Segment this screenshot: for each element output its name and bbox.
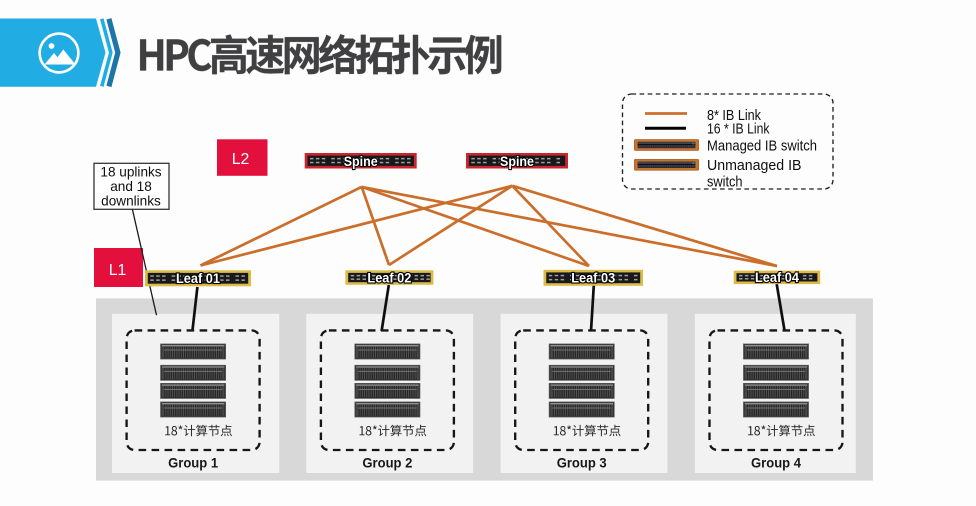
svg-text:and 18: and 18 (110, 179, 152, 194)
svg-text:switch: switch (707, 173, 743, 190)
svg-text:Leaf 02: Leaf 02 (367, 270, 411, 285)
svg-text:18 uplinks: 18 uplinks (100, 165, 161, 180)
svg-text:8* IB Link: 8* IB Link (707, 107, 761, 124)
svg-text:Leaf 01: Leaf 01 (176, 271, 220, 286)
svg-text:L2: L2 (232, 151, 250, 168)
svg-text:Leaf 04: Leaf 04 (755, 270, 799, 285)
svg-text:Group 3: Group 3 (557, 456, 607, 471)
svg-text:16 * IB Link: 16 * IB Link (707, 120, 770, 137)
svg-text:downlinks: downlinks (101, 193, 161, 208)
svg-text:Spine: Spine (500, 153, 534, 169)
svg-text:Group 4: Group 4 (751, 456, 801, 471)
svg-text:Group 2: Group 2 (362, 456, 412, 471)
svg-text:Spine: Spine (344, 153, 378, 169)
svg-text:Managed IB switch: Managed IB switch (707, 137, 817, 154)
svg-text:Leaf 03: Leaf 03 (571, 271, 615, 286)
svg-text:Group 1: Group 1 (168, 456, 218, 471)
svg-text:Unmanaged IB: Unmanaged IB (707, 157, 802, 174)
svg-text:L1: L1 (109, 262, 127, 279)
